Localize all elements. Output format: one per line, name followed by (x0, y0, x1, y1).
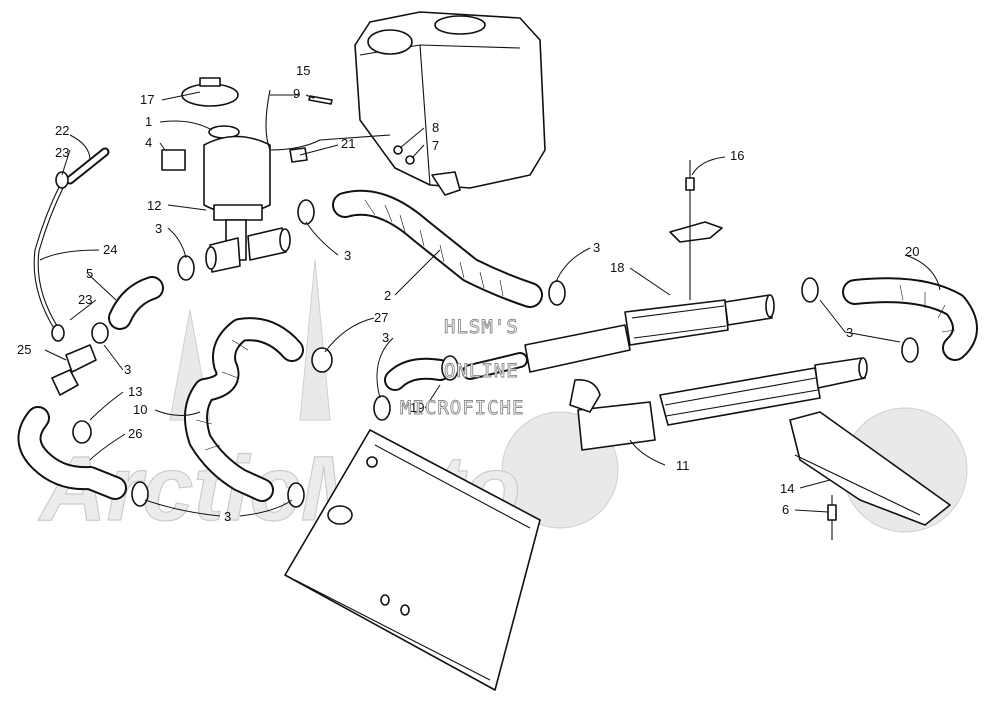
callout-2: 2 (384, 288, 391, 303)
callout-21: 21 (341, 136, 355, 151)
callout-3: 3 (846, 325, 853, 340)
clip-21 (289, 147, 308, 163)
callout-3: 3 (593, 240, 600, 255)
callout-12: 12 (147, 198, 161, 213)
clamp (91, 322, 109, 344)
callout-5: 5 (86, 266, 93, 281)
tee-fitting (51, 344, 97, 396)
clamp (801, 277, 819, 303)
callout-3: 3 (155, 221, 162, 236)
clamp (297, 199, 315, 225)
radiator-panel (284, 429, 541, 691)
filler-neck-body (203, 135, 271, 215)
callout-10: 10 (133, 402, 147, 417)
clamp (287, 482, 305, 508)
callout-3: 3 (224, 509, 231, 524)
callout-18: 18 (610, 260, 624, 275)
screw-15 (308, 95, 333, 105)
watermark-line-1: HLSM'S (444, 316, 519, 338)
callout-17: 17 (140, 92, 154, 107)
heat-exchanger-upper (524, 294, 775, 373)
callout-14: 14 (780, 481, 794, 496)
callout-15: 15 (296, 63, 310, 78)
watermark-line-3: MICROFICHE (400, 397, 524, 419)
skid-plate (789, 411, 951, 540)
radiator-cap (181, 83, 239, 107)
callout-20: 20 (905, 244, 919, 259)
clamp-13 (72, 420, 92, 444)
reservoir-tank (354, 11, 546, 196)
callout-16: 16 (730, 148, 744, 163)
clamp-23 (51, 324, 65, 342)
callout-22: 22 (55, 123, 69, 138)
clamp-27 (311, 347, 333, 373)
callout-4: 4 (145, 135, 152, 150)
callout-3: 3 (344, 248, 351, 263)
fasteners (289, 95, 415, 165)
decal (161, 149, 186, 171)
callout-19: 19 (410, 400, 424, 415)
callout-3: 3 (382, 330, 389, 345)
callouts: 17 1 4 12 3 15 9 21 8 7 3 2 3 18 16 20 3… (17, 63, 919, 524)
callout-24: 24 (103, 242, 117, 257)
leader-lines (39, 91, 941, 517)
clamp (548, 280, 566, 306)
clamp (901, 337, 919, 363)
clamp (373, 395, 391, 421)
clamp-23 (55, 171, 69, 189)
heat-exchanger-lower (659, 357, 868, 426)
filler-neck-assembly (161, 77, 391, 273)
connector-11 (569, 378, 656, 451)
watermark-spire-icon (299, 259, 331, 421)
clamp (131, 481, 149, 507)
clamp (441, 355, 459, 381)
hose-clamps (51, 171, 919, 508)
callout-9: 9 (293, 86, 300, 101)
callout-23: 23 (78, 292, 92, 307)
watermark-line-2: ONLINE (444, 360, 519, 382)
callout-13: 13 (128, 384, 142, 399)
bracket-16 (669, 160, 723, 300)
callout-26: 26 (128, 426, 142, 441)
callout-27: 27 (374, 310, 388, 325)
callout-11: 11 (676, 458, 690, 473)
callout-6: 6 (782, 502, 789, 517)
callout-1: 1 (145, 114, 152, 129)
callout-3: 3 (124, 362, 131, 377)
hoses (17, 147, 978, 502)
callout-23: 23 (55, 145, 69, 160)
callout-7: 7 (432, 138, 439, 153)
callout-8: 8 (432, 120, 439, 135)
clamp (177, 255, 195, 281)
callout-25: 25 (17, 342, 31, 357)
watermark-text: HLSM'S ONLINE MICROFICHE (400, 316, 524, 420)
